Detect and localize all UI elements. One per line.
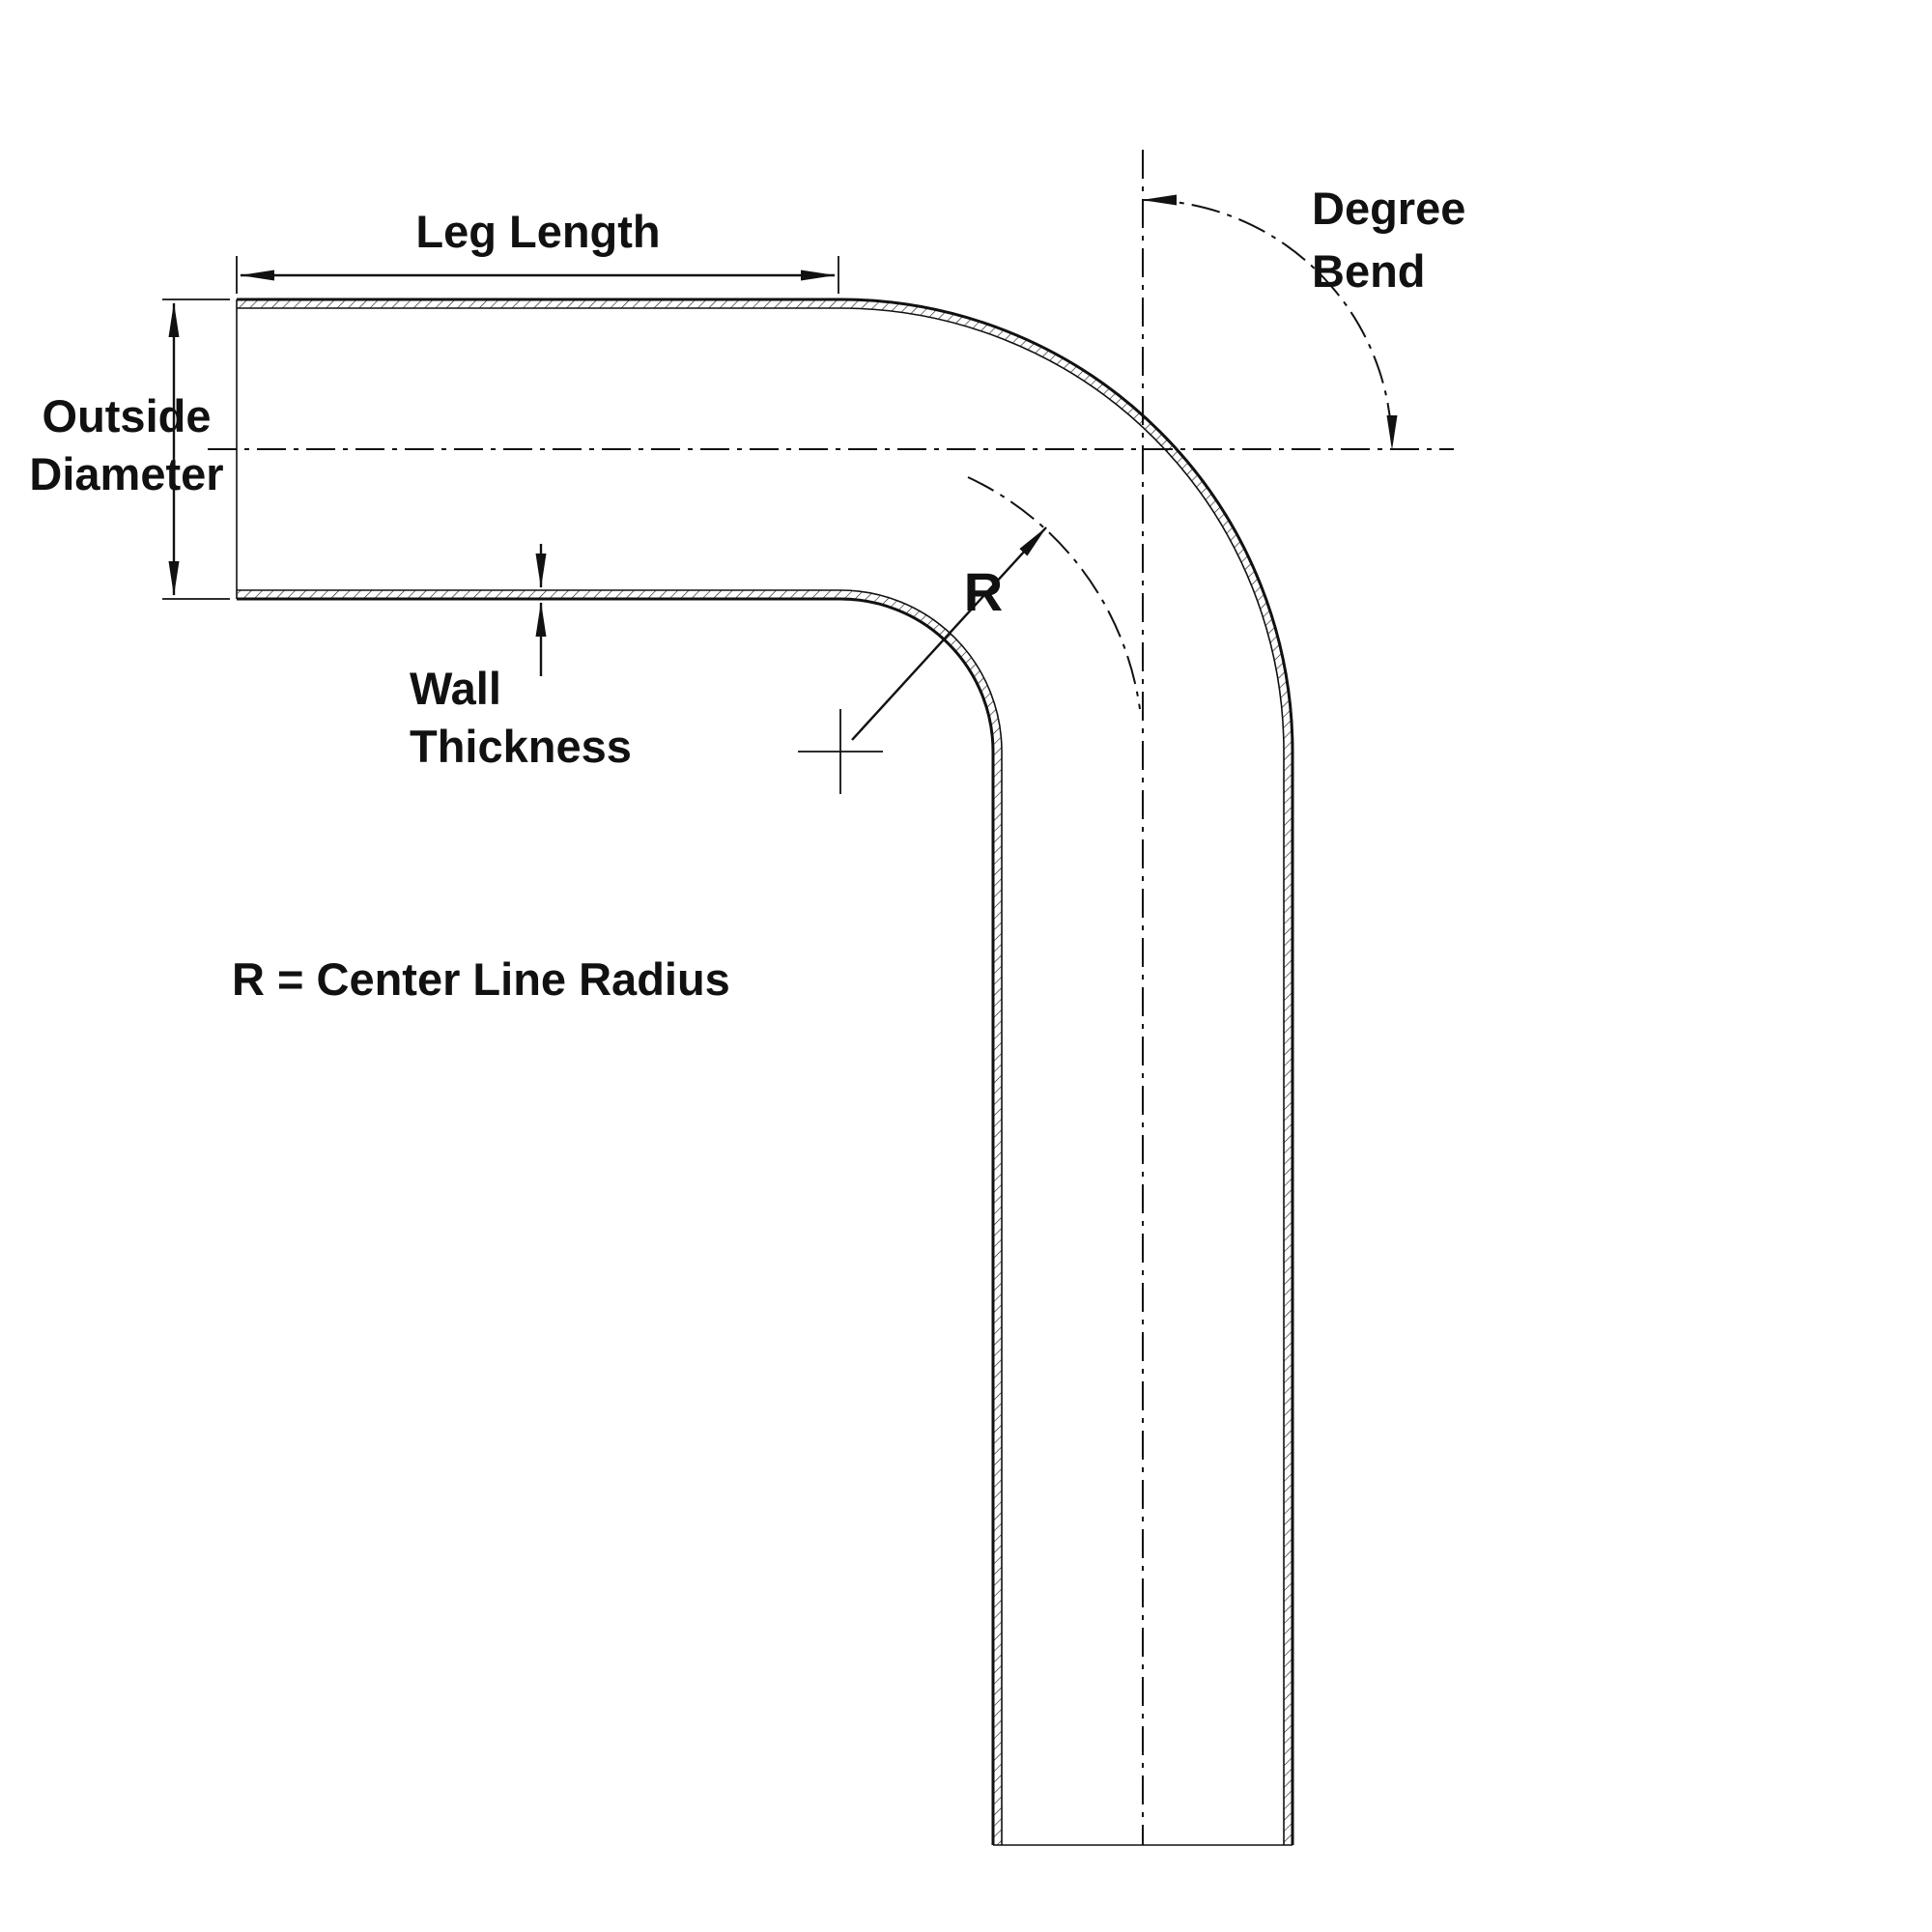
centerline-radius-arc <box>967 476 1141 710</box>
degree-bend-label-line2: Bend <box>1312 245 1426 297</box>
radius-symbol-label: R <box>964 561 1003 622</box>
tube-inner-wall-inner-edge <box>237 589 1003 1845</box>
radius-arrow <box>851 526 1047 741</box>
outside-diameter-label-line2: Diameter <box>29 448 223 499</box>
degree-bend-label-line1: Degree <box>1312 183 1465 234</box>
wall-thickness-label-line1: Wall <box>410 663 501 714</box>
outside-diameter-label-line1: Outside <box>43 390 212 441</box>
degree-bend-arc <box>1142 194 1398 450</box>
tube-inner-wall-outline <box>237 597 995 1845</box>
tube-outer-wall-hatch <box>237 299 1293 1845</box>
radius-legend-text: R = Center Line Radius <box>232 953 730 1005</box>
tube-inner-wall-hatch <box>237 590 1002 1845</box>
tube-outer-wall-inner-edge <box>237 307 1285 1845</box>
leg-length-label: Leg Length <box>415 206 660 257</box>
wall-thickness-label-line2: Thickness <box>410 721 632 772</box>
tube-outer-wall-outline <box>237 298 1294 1845</box>
